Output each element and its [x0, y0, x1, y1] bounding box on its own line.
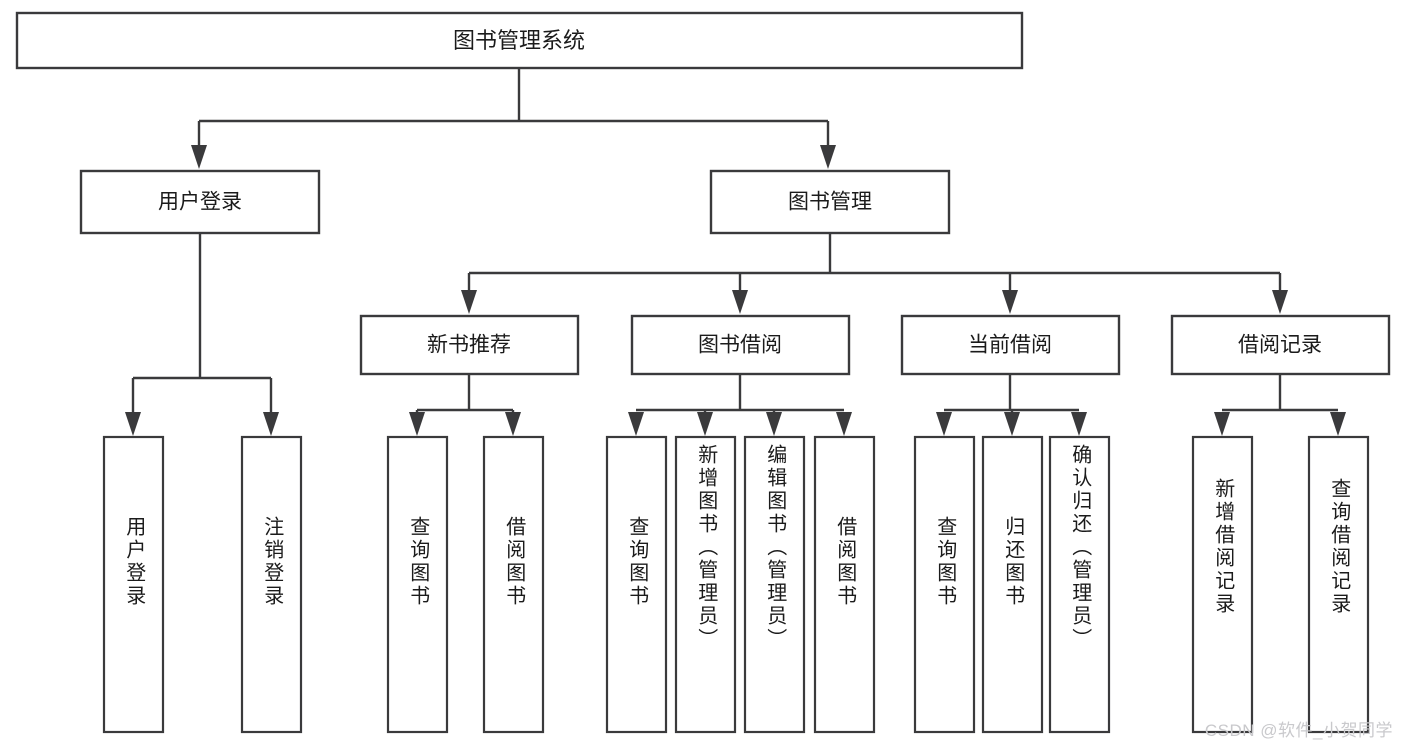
- node-root-label: 图书管理系统: [453, 28, 585, 53]
- node-new-book-recommend-label: 新书推荐: [427, 334, 511, 357]
- arrowhead-book-mgmt: [820, 145, 836, 169]
- leaf-query-book-3-rect[interactable]: [913, 435, 976, 734]
- node-new-book-recommend-rect[interactable]: [359, 314, 580, 376]
- leaf-borrow-book-1-rect[interactable]: [482, 435, 545, 734]
- node-book-borrow[interactable]: 图书借阅: [630, 314, 851, 376]
- node-borrow-record-rect[interactable]: [1170, 314, 1391, 376]
- leaf-add-book-rect[interactable]: [674, 435, 737, 734]
- connector-root-to-level1: [191, 68, 836, 169]
- node-current-borrow-rect[interactable]: [900, 314, 1121, 376]
- arrowhead-leaf-return-book: [1004, 412, 1020, 436]
- leaf-add-record-rect[interactable]: [1191, 435, 1254, 734]
- node-root[interactable]: 图书管理系统: [15, 11, 1024, 70]
- leaf-return-book-rect[interactable]: [981, 435, 1044, 734]
- node-book-management[interactable]: 图书管理: [709, 169, 951, 235]
- arrowhead-leaf-query-book-1: [409, 412, 425, 436]
- leaf-query-book-2-rect[interactable]: [605, 435, 668, 734]
- node-borrow-record[interactable]: 借阅记录: [1170, 314, 1391, 376]
- node-user-login-label: 用户登录: [158, 191, 242, 214]
- connector-borrow-record-to-leaves: [1214, 374, 1346, 436]
- leaf-user-login-rect[interactable]: [102, 435, 165, 734]
- connector-current-borrow-to-leaves: [936, 374, 1087, 436]
- connector-book-borrow-to-leaves: [628, 374, 852, 436]
- connector-new-book-to-leaves: [409, 374, 521, 436]
- node-new-book-recommend[interactable]: 新书推荐: [359, 314, 580, 376]
- leaf-borrow-book-2-rect[interactable]: [813, 435, 876, 734]
- arrowhead-leaf-add-book: [697, 412, 713, 436]
- arrowhead-new-book: [461, 290, 477, 314]
- arrowhead-leaf-add-record: [1214, 412, 1230, 436]
- arrowhead-leaf-query-record: [1330, 412, 1346, 436]
- node-root-rect[interactable]: [15, 11, 1024, 70]
- arrowhead-leaf-query-book-3: [936, 412, 952, 436]
- node-book-management-rect[interactable]: [709, 169, 951, 235]
- leaf-logout-rect[interactable]: [240, 435, 303, 734]
- connector-book-mgmt-to-level2: [461, 233, 1288, 314]
- arrowhead-borrow-record: [1272, 290, 1288, 314]
- arrowhead-leaf-borrow-book-2: [836, 412, 852, 436]
- arrowhead-user-login: [191, 145, 207, 169]
- node-book-borrow-rect[interactable]: [630, 314, 851, 376]
- node-current-borrow[interactable]: 当前借阅: [900, 314, 1121, 376]
- node-book-management-label: 图书管理: [788, 191, 872, 214]
- arrowhead-current-borrow: [1002, 290, 1018, 314]
- arrowhead-leaf-edit-book: [766, 412, 782, 436]
- arrowhead-leaf-query-book-2: [628, 412, 644, 436]
- connector-user-login-to-leaves: [125, 233, 279, 436]
- leaf-query-book-1-rect[interactable]: [386, 435, 449, 734]
- node-book-borrow-label: 图书借阅: [698, 334, 782, 357]
- node-user-login[interactable]: 用户登录: [79, 169, 321, 235]
- node-borrow-record-label: 借阅记录: [1238, 334, 1322, 357]
- arrowhead-leaf-confirm-return: [1071, 412, 1087, 436]
- leaf-confirm-return-rect[interactable]: [1048, 435, 1111, 734]
- arrowhead-leaf-logout: [263, 412, 279, 436]
- arrowhead-leaf-user-login: [125, 412, 141, 436]
- node-current-borrow-label: 当前借阅: [968, 334, 1052, 357]
- leaf-edit-book-rect[interactable]: [743, 435, 806, 734]
- leaf-query-record-rect[interactable]: [1307, 435, 1370, 734]
- arrowhead-book-borrow: [732, 290, 748, 314]
- arrowhead-leaf-borrow-book-1: [505, 412, 521, 436]
